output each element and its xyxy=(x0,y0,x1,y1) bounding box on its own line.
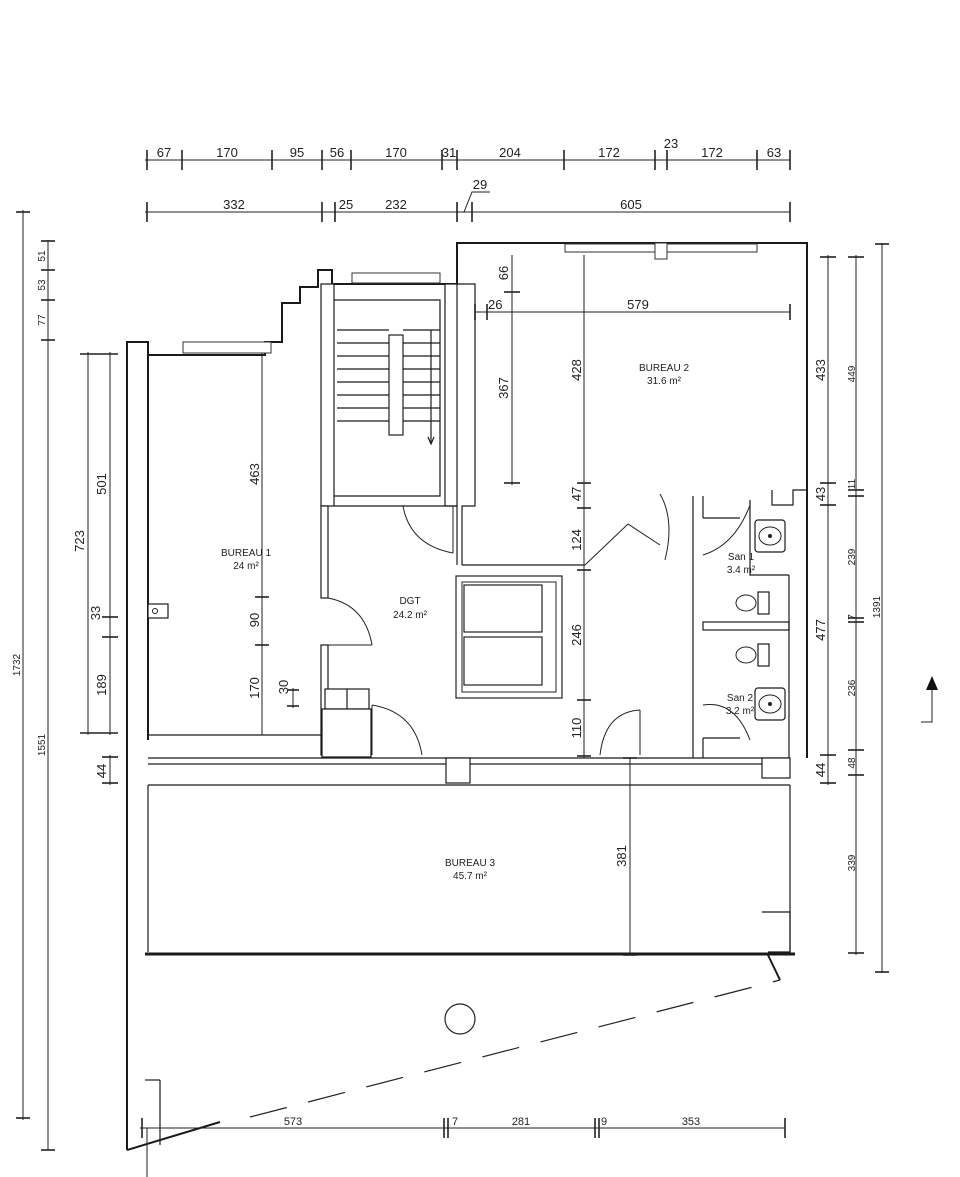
dim-b2-367: 367 xyxy=(496,377,511,399)
dimension-labels: 67 170 95 56 170 31 204 172 23 172 63 33… xyxy=(12,136,883,1128)
dim-r-1391: 1391 xyxy=(872,595,883,618)
dim-b3-381: 381 xyxy=(614,845,629,867)
room-dgt-name: DGT xyxy=(399,596,420,607)
staircase xyxy=(337,329,440,446)
dim-c-47: 47 xyxy=(569,487,584,501)
windows xyxy=(182,242,758,354)
dim-bottom-5: 353 xyxy=(682,1116,700,1128)
dim-b2-26: 26 xyxy=(488,297,502,312)
dim-left-77: 77 xyxy=(37,314,48,326)
dim-bottom-2: 7 xyxy=(452,1116,458,1128)
dim-r-44: 44 xyxy=(813,763,828,777)
dim-top-6: 31 xyxy=(442,145,456,160)
dim-top-1: 67 xyxy=(157,145,171,160)
room-bureau1-name: BUREAU 1 xyxy=(221,548,271,559)
dim-c-110: 110 xyxy=(569,718,584,739)
dim-r2-11: 11 xyxy=(847,478,858,489)
dim-r2-339: 339 xyxy=(847,854,858,871)
sanitary-fixtures xyxy=(444,519,786,1035)
dim-top2-3: 232 xyxy=(385,197,407,212)
drain-circle xyxy=(444,1003,476,1035)
dim-left-44: 44 xyxy=(94,764,109,778)
dim-r2-239: 239 xyxy=(847,548,858,565)
dim-left-501: 501 xyxy=(94,473,109,495)
room-san1-area: 3.4 m² xyxy=(727,565,756,576)
dim-c-246: 246 xyxy=(569,624,584,646)
dim-r-477: 477 xyxy=(813,619,828,641)
dim-r2-7: 7 xyxy=(847,614,858,620)
north-arrow-icon xyxy=(921,676,938,723)
room-bureau2-name: BUREAU 2 xyxy=(639,363,689,374)
dim-left-189: 189 xyxy=(94,674,109,696)
dim-r-433: 433 xyxy=(813,359,828,381)
dim-r2-449: 449 xyxy=(847,365,858,382)
dim-top-11: 63 xyxy=(767,145,781,160)
dim-top-10: 172 xyxy=(701,145,723,160)
interior-walls xyxy=(147,283,807,784)
room-labels: BUREAU 1 24 m² BUREAU 2 31.6 m² DGT 24.2… xyxy=(221,363,756,882)
room-san2-name: San 2 xyxy=(727,693,754,704)
dim-r2-236: 236 xyxy=(847,679,858,696)
room-bureau2-area: 31.6 m² xyxy=(647,376,682,387)
dimension-lines xyxy=(16,150,889,1177)
dim-b2-66: 66 xyxy=(496,266,511,280)
dim-left-1732: 1732 xyxy=(12,653,23,676)
room-dgt-area: 24.2 m² xyxy=(393,610,428,621)
dim-c-124: 124 xyxy=(569,529,584,551)
dim-b1-170: 170 xyxy=(247,677,262,699)
dim-left-723: 723 xyxy=(72,530,87,552)
dim-top2-1: 332 xyxy=(223,197,245,212)
dim-top2-4: 29 xyxy=(473,177,487,192)
dim-bottom-3: 281 xyxy=(512,1116,530,1128)
dim-b1-463: 463 xyxy=(247,463,262,485)
dim-r2-48: 48 xyxy=(847,757,858,769)
room-bureau1-area: 24 m² xyxy=(233,561,259,572)
dim-left-53: 53 xyxy=(37,279,48,291)
toilet-icon xyxy=(735,594,757,612)
dim-left-51: 51 xyxy=(37,250,48,262)
dim-left-33: 33 xyxy=(88,606,103,620)
room-bureau3-area: 45.7 m² xyxy=(453,871,488,882)
room-san2-area: 3.2 m² xyxy=(726,706,755,717)
dim-top-7: 204 xyxy=(499,145,521,160)
dim-b1-30: 30 xyxy=(276,680,291,694)
dim-top2-5: 605 xyxy=(620,197,642,212)
dim-top-2: 170 xyxy=(216,145,238,160)
dim-top-5: 170 xyxy=(385,145,407,160)
dim-top2-2: 25 xyxy=(339,197,353,212)
dim-left-1551: 1551 xyxy=(37,733,48,756)
exterior-walls xyxy=(126,242,808,1151)
dim-top-3: 95 xyxy=(290,145,304,160)
doors xyxy=(327,493,751,756)
dim-b1-90: 90 xyxy=(247,613,262,627)
room-san1-name: San 1 xyxy=(728,552,755,563)
dim-b2-579: 579 xyxy=(627,297,649,312)
dim-top-9: 23 xyxy=(664,136,678,151)
dim-top-8: 172 xyxy=(598,145,620,160)
room-bureau3-name: BUREAU 3 xyxy=(445,858,495,869)
dim-r-43: 43 xyxy=(813,487,828,501)
dim-bottom-4: 9 xyxy=(601,1116,607,1128)
dim-bottom-1: 573 xyxy=(284,1116,302,1128)
dim-top-4: 56 xyxy=(330,145,344,160)
dim-b2-428: 428 xyxy=(569,359,584,381)
